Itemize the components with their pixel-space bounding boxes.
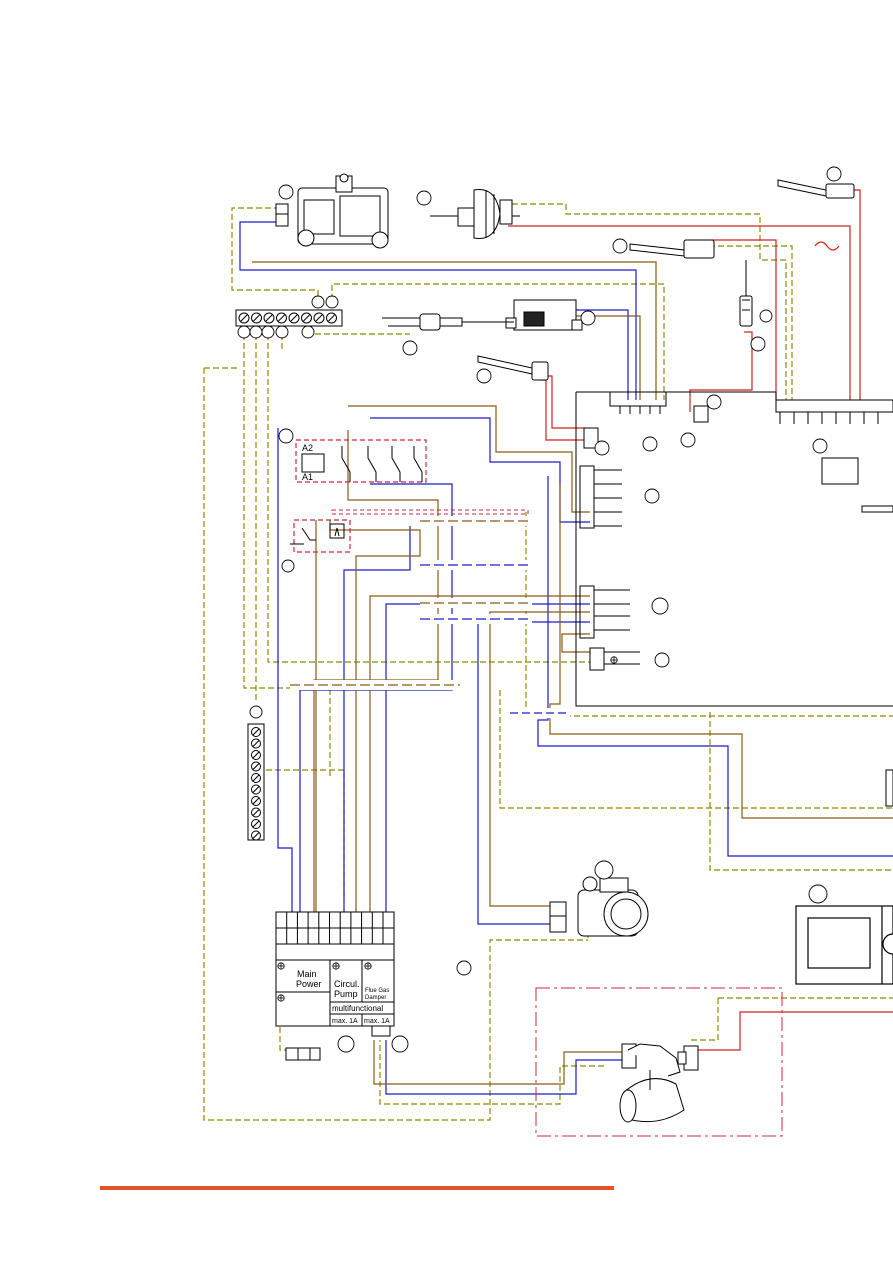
- label-multifunctional: multifunctional: [332, 1004, 383, 1013]
- callout-marker: [249, 705, 263, 719]
- callout-marker: [680, 432, 696, 448]
- neutral-wires: [239, 221, 893, 1095]
- terminal-block-labels: Main Power Circul. Pump Flue Gas Damper …: [296, 969, 390, 1025]
- screw-slot: [252, 751, 260, 759]
- screw-slot: [252, 740, 260, 747]
- callout-marker: [278, 184, 294, 200]
- label-circ-pump-2: Pump: [334, 989, 358, 999]
- circulation-pump: [549, 876, 649, 937]
- ground-bar: [235, 309, 343, 327]
- callout-marker: [594, 860, 614, 880]
- flue-damper: [619, 1043, 699, 1123]
- callout-marker: [808, 884, 828, 904]
- callout-marker: [249, 325, 263, 339]
- callout-marker: [642, 436, 658, 452]
- callout-marker: [750, 336, 766, 352]
- gas-valve: [275, 173, 389, 249]
- live-wires: [252, 261, 893, 1085]
- flue-damper-frame: [535, 987, 783, 1137]
- label-max-right: max. 1A: [364, 1018, 390, 1025]
- relay-coil-a1: A1: [302, 472, 313, 482]
- callouts: [237, 166, 842, 1053]
- callout-marker: [261, 325, 275, 339]
- screw-slot: [253, 314, 260, 322]
- callout-marker: [706, 394, 722, 410]
- screw-slot: [252, 774, 260, 782]
- callout-marker: [476, 368, 492, 384]
- wire-crossing-arcs: [290, 241, 840, 714]
- screw-slot: [328, 314, 335, 322]
- flame-rod: [382, 313, 514, 331]
- callout-marker: [580, 310, 596, 326]
- screw-slot: [252, 809, 260, 816]
- screw-slot: [240, 314, 248, 322]
- screw-slot: [290, 314, 298, 322]
- callout-marker: [826, 166, 842, 182]
- relay-contactor: A2 A1: [295, 439, 427, 483]
- screw-slot: [252, 832, 260, 839]
- callout-marker: [812, 438, 828, 454]
- screw-slot: [278, 314, 285, 322]
- screw-slot: [252, 797, 260, 805]
- relay-coil-a2: A2: [302, 443, 313, 453]
- blower-fan: [430, 189, 520, 239]
- screw-slot: [303, 314, 310, 322]
- callout-marker: [416, 190, 432, 206]
- callout-marker: [402, 340, 418, 356]
- room-controller: [795, 905, 893, 985]
- outdoor-sensor: [777, 179, 855, 199]
- screw-slot: [315, 314, 323, 322]
- callout-marker: [651, 597, 669, 615]
- power-plug: [285, 1025, 391, 1061]
- label-flue-damper-2: Damper: [365, 995, 386, 1001]
- callout-marker: [237, 325, 251, 339]
- callout-marker: [594, 440, 610, 456]
- callout-marker: [275, 325, 289, 339]
- screw-slot: [252, 763, 260, 770]
- screw-slot: [252, 728, 260, 736]
- label-main-power-2: Power: [296, 979, 322, 989]
- screw-slot: [252, 786, 260, 793]
- ignition-electrode: [739, 260, 753, 327]
- callout-marker: [612, 238, 628, 254]
- return-sensor: [477, 355, 549, 381]
- callout-marker: [278, 428, 294, 444]
- footer-accent-rule: [100, 1186, 614, 1190]
- label-main-power-1: Main: [297, 969, 317, 979]
- control-board: [575, 391, 893, 807]
- label-max-left: max. 1A: [332, 1018, 358, 1025]
- callout-marker: [644, 488, 660, 504]
- callout-marker: [391, 1035, 409, 1053]
- callout-marker: [337, 1035, 355, 1053]
- screw-slot: [265, 314, 273, 322]
- callout-marker: [759, 309, 773, 323]
- pressure-switch: [290, 519, 351, 553]
- callout-marker: [456, 960, 472, 976]
- label-flue-damper-1: Flue Gas: [365, 988, 389, 994]
- callout-marker: [325, 295, 339, 309]
- relay-bus: [331, 509, 529, 515]
- ignition-transformer: [505, 299, 583, 331]
- callout-marker: [654, 652, 670, 668]
- callout-marker: [301, 325, 315, 339]
- callout-marker: [281, 559, 295, 573]
- terminal-strip: [247, 723, 265, 841]
- screw-slot: [252, 820, 260, 828]
- flow-sensor: [629, 239, 715, 259]
- callout-marker: [311, 295, 325, 309]
- label-circ-pump-1: Circul.: [334, 979, 360, 989]
- ground-wires: [203, 203, 893, 1121]
